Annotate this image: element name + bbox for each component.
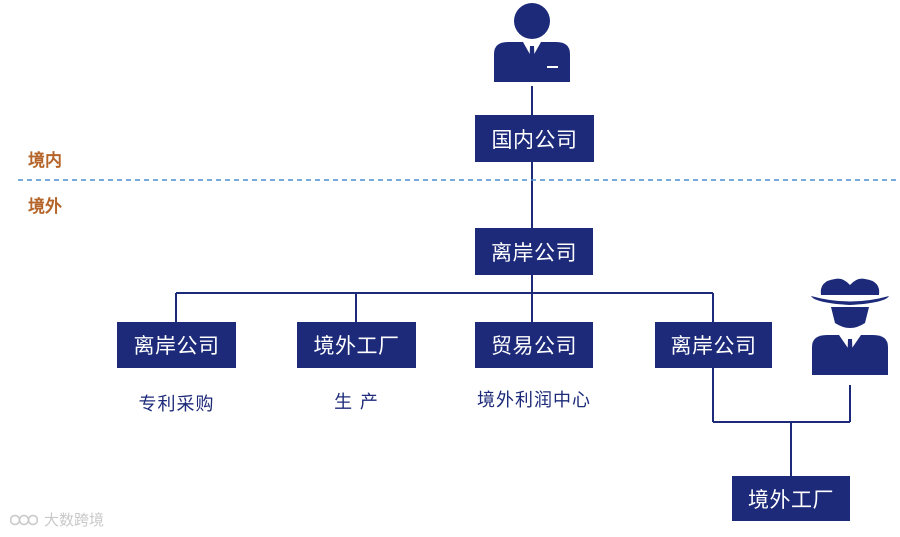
- caption-patent-purchase: 专利采购: [138, 394, 215, 415]
- node-bottom-factory: 境外工厂: [732, 476, 850, 521]
- hat-man-icon: [811, 278, 889, 375]
- caption-profit-center: 境外利润中心: [477, 390, 591, 411]
- watermark-text: 大数跨境: [44, 511, 105, 529]
- node-child-factory: 境外工厂: [297, 322, 416, 368]
- caption-production: 生 产: [334, 392, 379, 413]
- region-domestic-label: 境内: [28, 151, 62, 171]
- businessman-icon: [494, 3, 570, 82]
- watermark-logo-icon: [10, 514, 38, 525]
- node-offshore-company: 离岸公司: [475, 228, 593, 275]
- node-child-trading: 贸易公司: [475, 322, 593, 368]
- node-child-offshore-2: 离岸公司: [655, 322, 772, 368]
- region-overseas-label: 境外: [28, 197, 62, 217]
- node-domestic-company: 国内公司: [475, 115, 594, 162]
- watermark: 大数跨境: [10, 509, 104, 530]
- node-child-offshore-1: 离岸公司: [117, 322, 236, 368]
